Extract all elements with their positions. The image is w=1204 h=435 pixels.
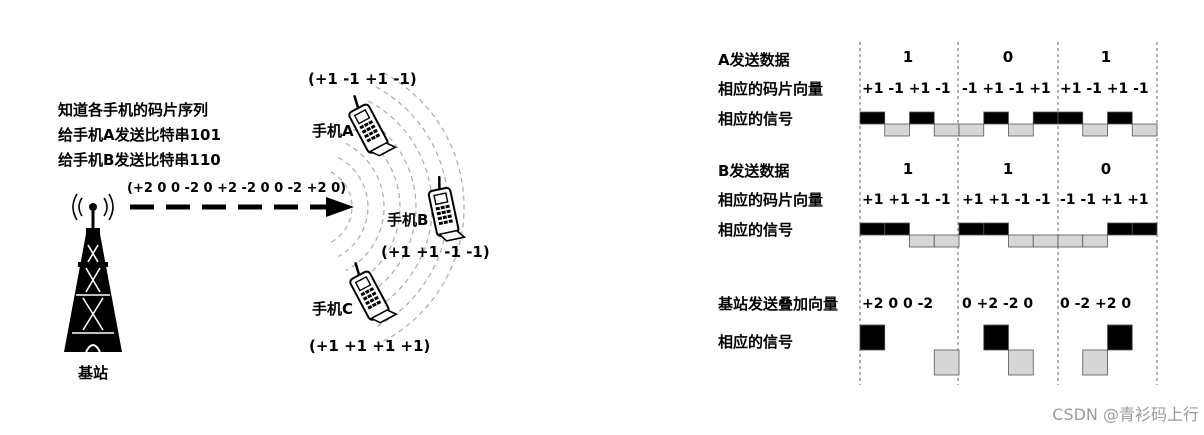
- base-station-icon: [64, 193, 122, 353]
- signal-chip-positive: [983, 111, 1009, 125]
- signal-chip-negative: [1008, 349, 1034, 376]
- b-bit-2: 1: [1003, 160, 1013, 178]
- wave-arc: [383, 72, 465, 342]
- signal-chip-positive: [1107, 324, 1133, 351]
- b-signal-label: 相应的信号: [718, 221, 793, 239]
- signal-chip-negative: [933, 349, 960, 376]
- phone-c-label: 手机C: [312, 300, 353, 318]
- signal-chip-negative: [1032, 234, 1059, 248]
- signal-chip-negative: [1082, 123, 1108, 137]
- a-chips-2: -1 +1 -1 +1: [962, 81, 1051, 97]
- a-code-label: 相应的码片向量: [718, 80, 823, 98]
- sum-values-2: 0 +2 -2 0: [962, 296, 1033, 312]
- signal-chip-negative: [1082, 349, 1108, 376]
- phone-c-code: (+1 +1 +1 +1): [309, 337, 430, 355]
- signal-chip-negative: [958, 123, 985, 137]
- signal-chip-positive: [859, 111, 886, 125]
- sum-label: 基站发送叠加向量: [717, 295, 838, 313]
- wave-arc: [330, 171, 353, 243]
- sum-signal-waveform: [859, 324, 1133, 376]
- signal-chip-negative: [884, 123, 910, 137]
- signal-chip-positive: [859, 222, 886, 236]
- signal-chip-negative: [1057, 234, 1084, 248]
- signal-chip-negative: [1131, 123, 1158, 137]
- watermark: CSDN @青衫码上行: [1052, 405, 1199, 424]
- sum-signal-label: 相应的信号: [718, 333, 793, 351]
- a-chips-3: +1 -1 +1 -1: [1060, 81, 1149, 97]
- signal-chip-positive: [1057, 111, 1084, 125]
- wave-arc: [345, 142, 385, 272]
- broadcast-vector: (+2 0 0 -2 0 +2 -2 0 0 -2 +2 0): [127, 181, 346, 196]
- phone-b-icon: [424, 173, 466, 244]
- b-code-label: 相应的码片向量: [718, 191, 823, 209]
- signal-chip-positive: [958, 222, 985, 236]
- b-bit-1: 1: [903, 160, 913, 178]
- a-signal-waveform: [859, 111, 1158, 137]
- signal-chip-positive: [983, 222, 1009, 236]
- b-data-label: B发送数据: [718, 162, 789, 180]
- info-line-1: 知道各手机的码片序列: [58, 101, 208, 119]
- signal-chip-positive: [1131, 222, 1158, 236]
- phone-b-label: 手机B: [387, 211, 428, 229]
- arrow-head: [326, 197, 354, 217]
- signal-chip-positive: [983, 324, 1009, 351]
- a-data-label: A发送数据: [718, 51, 790, 69]
- a-bit-2: 0: [1003, 48, 1013, 66]
- a-bit-3: 1: [1101, 48, 1111, 66]
- right-panel: A发送数据 相应的码片向量 相应的信号 B发送数据 相应的码片向量 相应的信号 …: [717, 42, 1158, 385]
- signal-chip-positive: [1032, 111, 1059, 125]
- sum-values-1: +2 0 0 -2: [862, 296, 933, 312]
- signal-chip-positive: [909, 111, 935, 125]
- signal-chip-negative: [933, 123, 960, 137]
- a-chips-1: +1 -1 +1 -1: [862, 81, 951, 97]
- signal-chip-negative: [933, 234, 960, 248]
- b-signal-waveform: [859, 222, 1158, 248]
- b-chips-1: +1 +1 -1 -1: [862, 192, 951, 208]
- b-chips-2: +1 +1 -1 -1: [962, 192, 1051, 208]
- phone-b-code: (+1 +1 -1 -1): [381, 243, 490, 261]
- b-bit-3: 0: [1101, 160, 1111, 178]
- sum-values-3: 0 -2 +2 0: [1060, 296, 1131, 312]
- phone-a-code: (+1 -1 +1 -1): [308, 70, 417, 88]
- signal-chip-negative: [909, 234, 935, 248]
- left-panel: 知道各手机的码片序列 给手机A发送比特串101 给手机B发送比特串110 (+2…: [58, 70, 490, 382]
- info-line-2: 给手机A发送比特串101: [58, 126, 221, 144]
- wave-arc: [353, 128, 401, 286]
- b-chips-3: -1 -1 +1 +1: [1060, 192, 1149, 208]
- signal-chip-positive: [859, 324, 886, 351]
- signal-chip-negative: [1082, 234, 1108, 248]
- signal-chip-negative: [1008, 234, 1034, 248]
- signal-chip-negative: [1008, 123, 1034, 137]
- signal-chip-positive: [1107, 222, 1133, 236]
- phone-a-label: 手机A: [312, 122, 354, 140]
- wave-arc: [360, 114, 417, 300]
- info-line-3: 给手机B发送比特串110: [58, 151, 221, 169]
- a-bit-1: 1: [903, 48, 913, 66]
- station-label: 基站: [77, 364, 108, 382]
- a-signal-label: 相应的信号: [718, 110, 793, 128]
- signal-chip-positive: [1107, 111, 1133, 125]
- signal-chip-positive: [884, 222, 910, 236]
